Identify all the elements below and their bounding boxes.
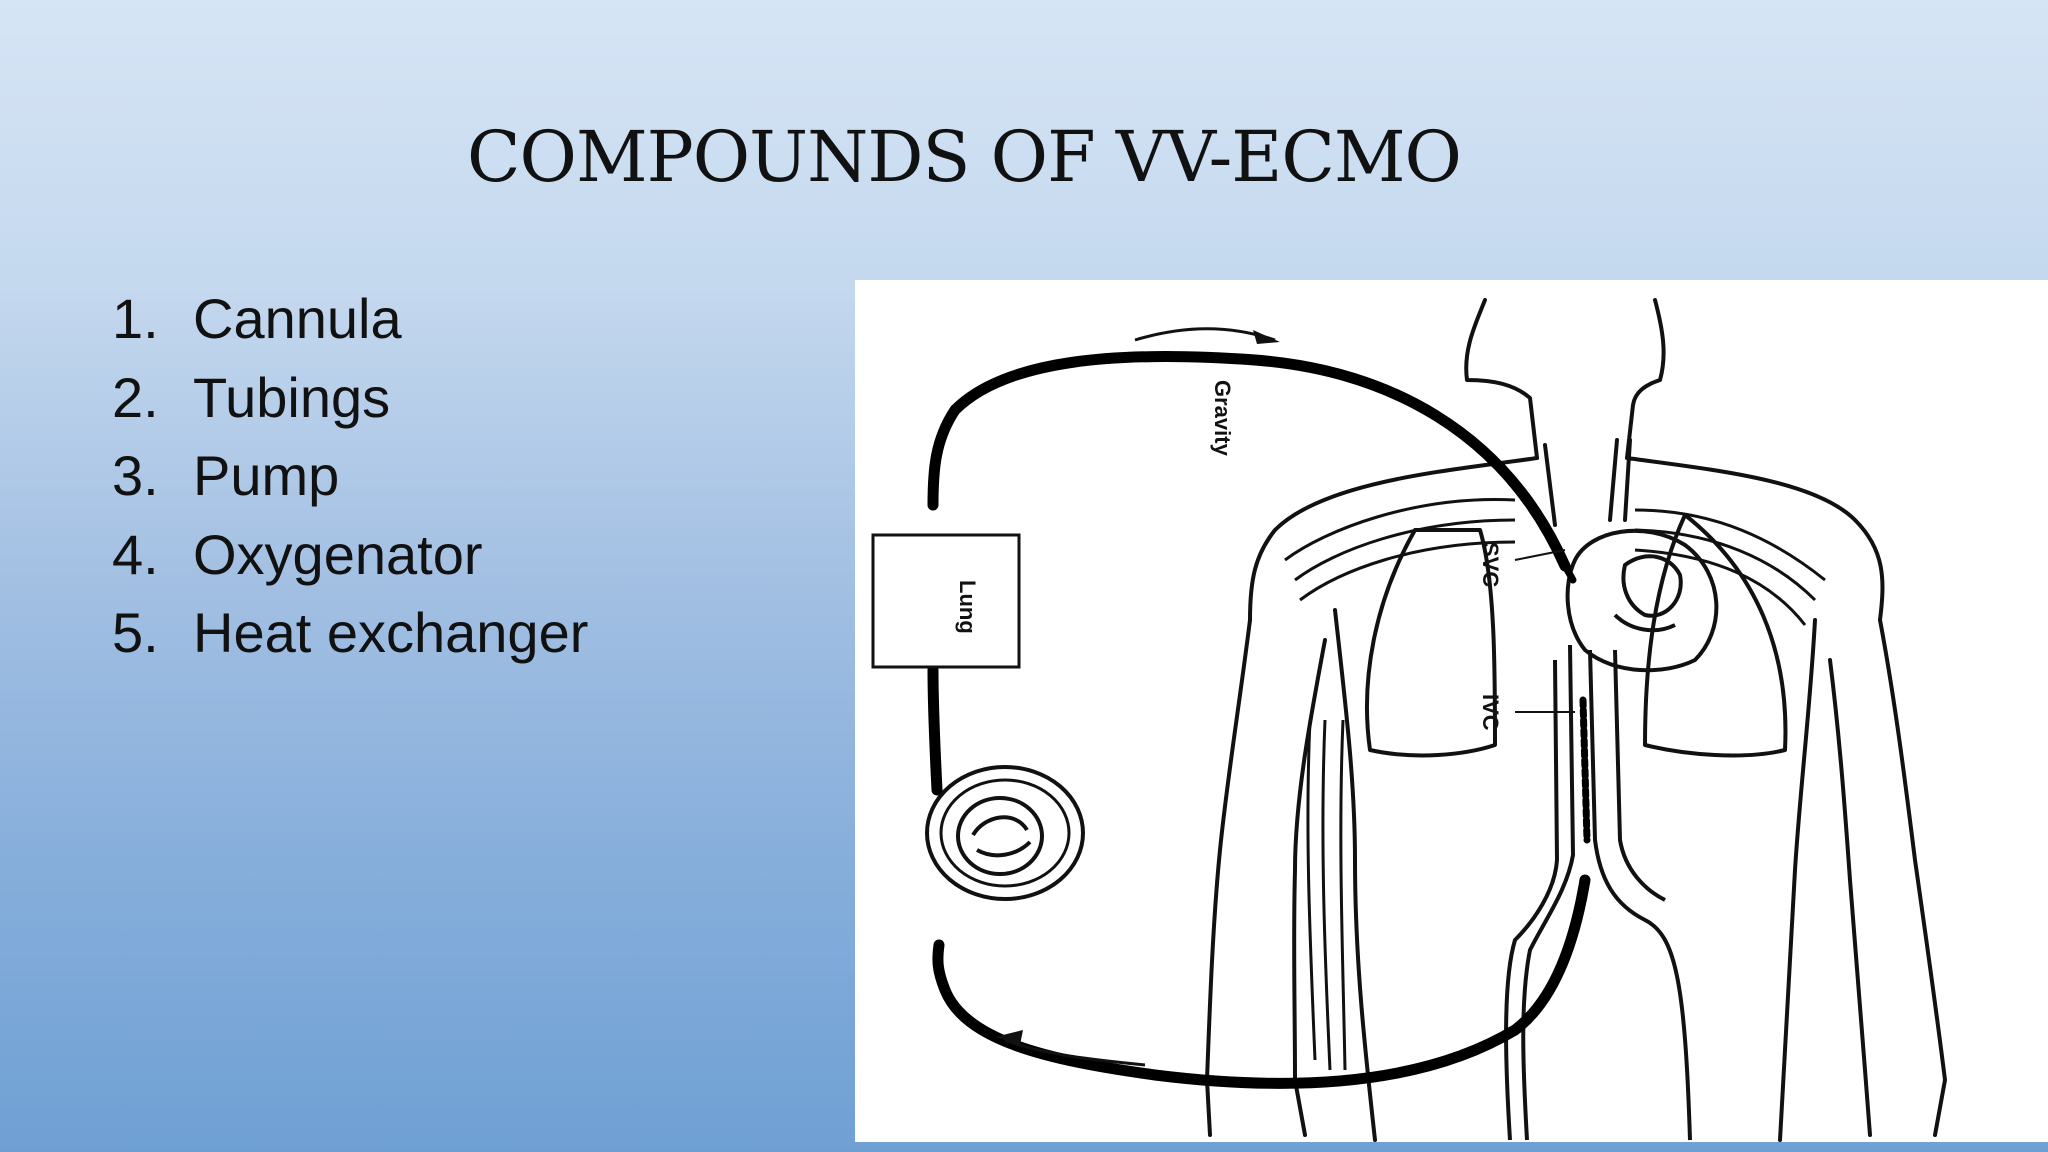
list-item: 1. Cannula bbox=[112, 280, 588, 359]
ecmo-circuit-diagram: Gravity Lung SVC IVC bbox=[855, 280, 2048, 1142]
heart bbox=[1565, 528, 1719, 673]
list-label: Heat exchanger bbox=[193, 601, 589, 664]
rib-lines bbox=[1284, 498, 1826, 1071]
components-list: 1.Cannula 2.Tubings 3.Pump 4.Oxygenator … bbox=[112, 280, 588, 673]
list-item: 4. Oxygenator bbox=[112, 516, 588, 595]
arrow-head-bottom bbox=[995, 1030, 1023, 1045]
ecmo-tubing bbox=[927, 351, 1591, 1089]
list-number: 5. bbox=[112, 601, 159, 664]
label-pointers bbox=[1514, 549, 1575, 713]
pump-icon bbox=[925, 765, 1085, 901]
list-label: Pump bbox=[193, 444, 340, 507]
list-item: 2. Tubings bbox=[112, 359, 588, 438]
list-number: 2. bbox=[112, 365, 159, 429]
body-outline bbox=[1205, 298, 1947, 1142]
list-number: 4. bbox=[112, 522, 159, 586]
lung-label: Lung bbox=[955, 580, 980, 634]
list-label: Tubings bbox=[193, 365, 391, 429]
list-item: 5. Heat exchanger bbox=[112, 594, 588, 673]
arrow-head-top bbox=[1253, 330, 1280, 344]
great-vessels bbox=[1504, 644, 1692, 1141]
diagram-svg: Gravity Lung SVC IVC bbox=[871, 298, 1947, 1142]
list-item: 3. Pump bbox=[112, 437, 588, 516]
list-number: 1. bbox=[112, 287, 159, 350]
list-label: Oxygenator bbox=[193, 522, 483, 586]
slide-title: COMPOUNDS OF VV-ECMO bbox=[467, 116, 1462, 198]
gravity-label: Gravity bbox=[1210, 380, 1235, 457]
svc-label: SVC bbox=[1478, 542, 1503, 587]
list-number: 3. bbox=[112, 444, 159, 507]
ivc-label: IVC bbox=[1478, 694, 1503, 731]
list-label: Cannula bbox=[193, 287, 402, 350]
oxygenator-box bbox=[871, 533, 1021, 669]
